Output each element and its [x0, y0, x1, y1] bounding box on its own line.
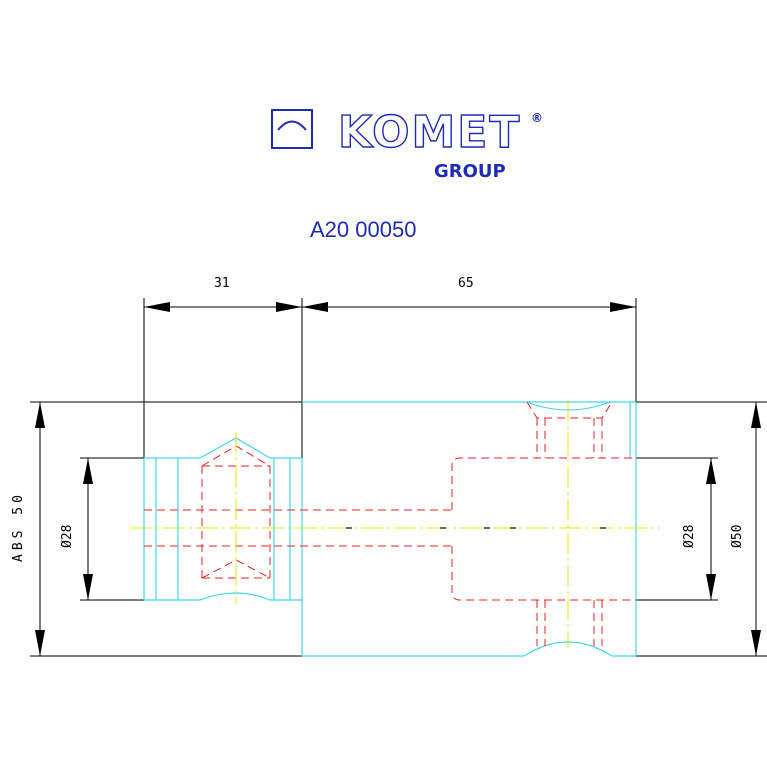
- dim-31: 31: [214, 276, 230, 291]
- logo-brand-text: KOMET: [338, 107, 521, 158]
- logo-registered-mark: ®: [531, 111, 543, 125]
- logo-group-text: GROUP: [434, 161, 506, 182]
- dim-abs50: ABS 50: [11, 491, 26, 562]
- part-outline: [143, 401, 637, 657]
- dimension-arrows: [35, 302, 761, 656]
- dimension-lines: [30, 298, 767, 657]
- hidden-lines: [144, 401, 636, 646]
- dim-right-diameter: Ø28: [682, 525, 697, 548]
- logo-emblem-arc: [277, 120, 307, 131]
- komet-logo: KOMET ® GROUP: [271, 106, 543, 182]
- dim-outer-diameter: Ø50: [730, 525, 745, 548]
- part-number: A20 00050: [310, 217, 416, 242]
- centerlines: [130, 400, 660, 648]
- dim-left-diameter: Ø28: [60, 525, 75, 548]
- dim-65: 65: [458, 276, 474, 291]
- logo-emblem-icon: [271, 109, 313, 149]
